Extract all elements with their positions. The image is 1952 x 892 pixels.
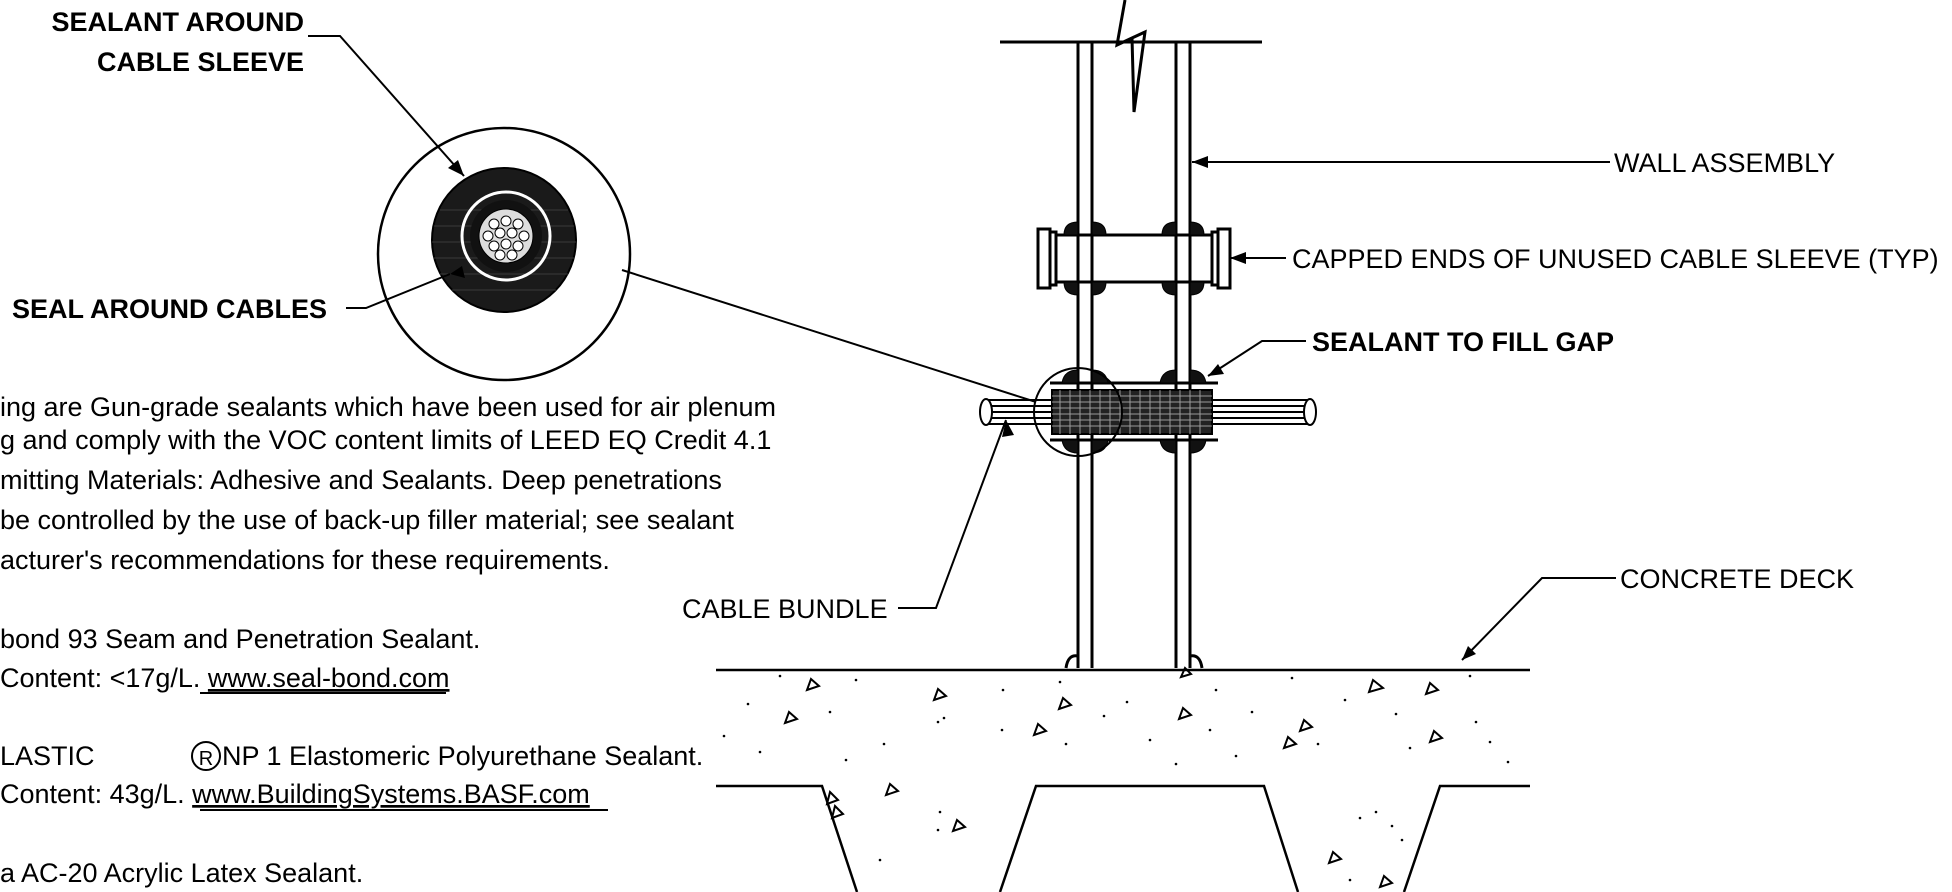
- label-sealant-around-cable-sleeve-2: CABLE SLEEVE: [97, 47, 304, 77]
- note-line-1: ing are Gun-grade sealants which have be…: [0, 392, 776, 422]
- cable-sleeve-with-cables: [979, 369, 1317, 454]
- sealant-notes: ing are Gun-grade sealants which have be…: [0, 392, 776, 888]
- note-line-3: mitting Materials: Adhesive and Sealants…: [0, 465, 722, 495]
- product-1-name: bond 93 Seam and Penetration Sealant.: [0, 624, 480, 654]
- product-1-voc-text: Content: <17g/L.: [0, 663, 208, 693]
- product-2-name: LASTIC: [0, 741, 95, 771]
- label-seal-around-cables: SEAL AROUND CABLES: [12, 294, 327, 324]
- detail-reference-circle: [1033, 367, 1123, 457]
- leader-arrowheads: [448, 156, 1476, 660]
- registered-mark-icon: [191, 741, 221, 771]
- product-2-name-rest: NP 1 Elastomeric Polyurethane Sealant.: [222, 741, 703, 771]
- label-capped-ends: CAPPED ENDS OF UNUSED CABLE SLEEVE (TYP): [1292, 244, 1939, 274]
- note-line-5: acturer's recommendations for these requ…: [0, 545, 610, 575]
- unused-cable-sleeve: [1036, 221, 1232, 296]
- concrete-aggregate: [783, 666, 1444, 889]
- label-sealant-around-cable-sleeve-1: SEALANT AROUND: [52, 7, 305, 37]
- note-line-2: g and comply with the VOC content limits…: [0, 425, 771, 455]
- label-cable-bundle: CABLE BUNDLE: [682, 594, 888, 624]
- enlarged-cable-section: [376, 126, 632, 382]
- product-3-name: a AC-20 Acrylic Latex Sealant.: [0, 858, 363, 888]
- product-2-name-start: LASTIC: [0, 741, 95, 771]
- concrete-deck: [716, 668, 1530, 892]
- label-wall-assembly: WALL ASSEMBLY: [1614, 148, 1835, 178]
- product-1-link[interactable]: www.seal-bond.com: [207, 663, 450, 693]
- label-concrete-deck: CONCRETE DECK: [1620, 564, 1854, 594]
- label-sealant-to-fill-gap: SEALANT TO FILL GAP: [1312, 327, 1614, 357]
- product-2-voc-text: Content: 43g/L.: [0, 779, 192, 809]
- product-1-voc: Content: <17g/L. www.seal-bond.com: [0, 663, 450, 693]
- registered-mark-letter: R: [199, 748, 213, 770]
- product-2-link[interactable]: www.BuildingSystems.BASF.com: [191, 779, 590, 809]
- cable-strands: [478, 208, 534, 264]
- product-2-voc: Content: 43g/L. www.BuildingSystems.BASF…: [0, 779, 590, 809]
- note-line-4: be controlled by the use of back-up fill…: [0, 505, 734, 535]
- wall-assembly: [1000, 0, 1262, 669]
- leader-lines: [308, 35, 1616, 661]
- concrete-speckle: [722, 674, 1510, 882]
